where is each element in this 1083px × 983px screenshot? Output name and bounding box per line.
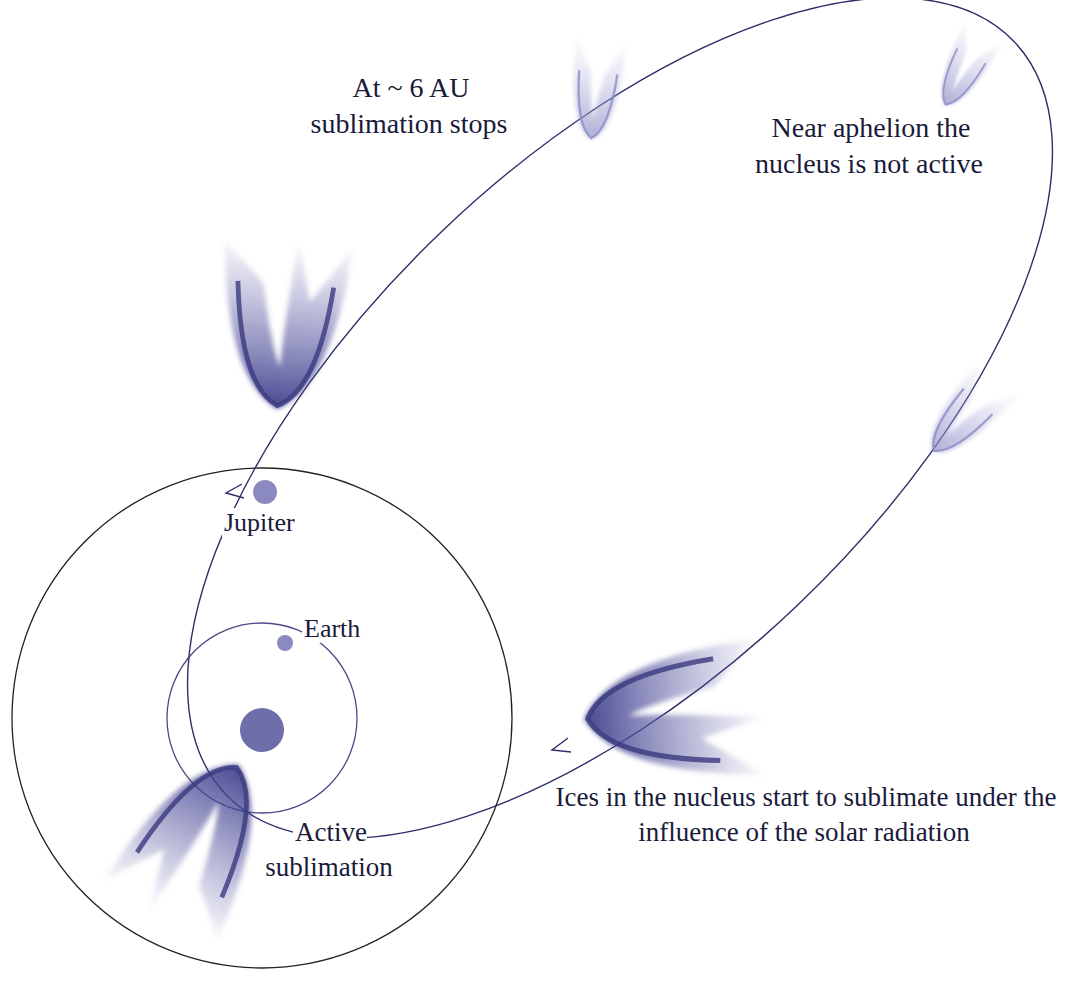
annotation-label: Jupiter bbox=[222, 506, 297, 540]
comet-faint bbox=[914, 357, 1022, 469]
orbit-arrow bbox=[226, 484, 244, 498]
annotation-label: Earth bbox=[302, 612, 362, 646]
annotation-label: Near aphelion the nucleus is not active bbox=[729, 110, 1011, 183]
annotation-label: Ices in the nucleus start to sublimate u… bbox=[548, 780, 1063, 850]
jupiter-orbit bbox=[12, 468, 512, 968]
comet-faint bbox=[926, 19, 1005, 116]
annotation-label: Active sublimation bbox=[255, 815, 405, 885]
jupiter-dot bbox=[253, 480, 277, 504]
orbit-arrow bbox=[552, 738, 571, 752]
comet-active bbox=[100, 735, 294, 948]
comet-faint bbox=[565, 34, 628, 142]
comet-active bbox=[213, 232, 353, 413]
comet-active bbox=[580, 638, 773, 786]
comet-orbit bbox=[48, 0, 1083, 981]
sun bbox=[240, 708, 284, 752]
earth-dot bbox=[277, 635, 293, 651]
annotation-label: At ~ 6 AU sublimation stops bbox=[284, 70, 536, 143]
